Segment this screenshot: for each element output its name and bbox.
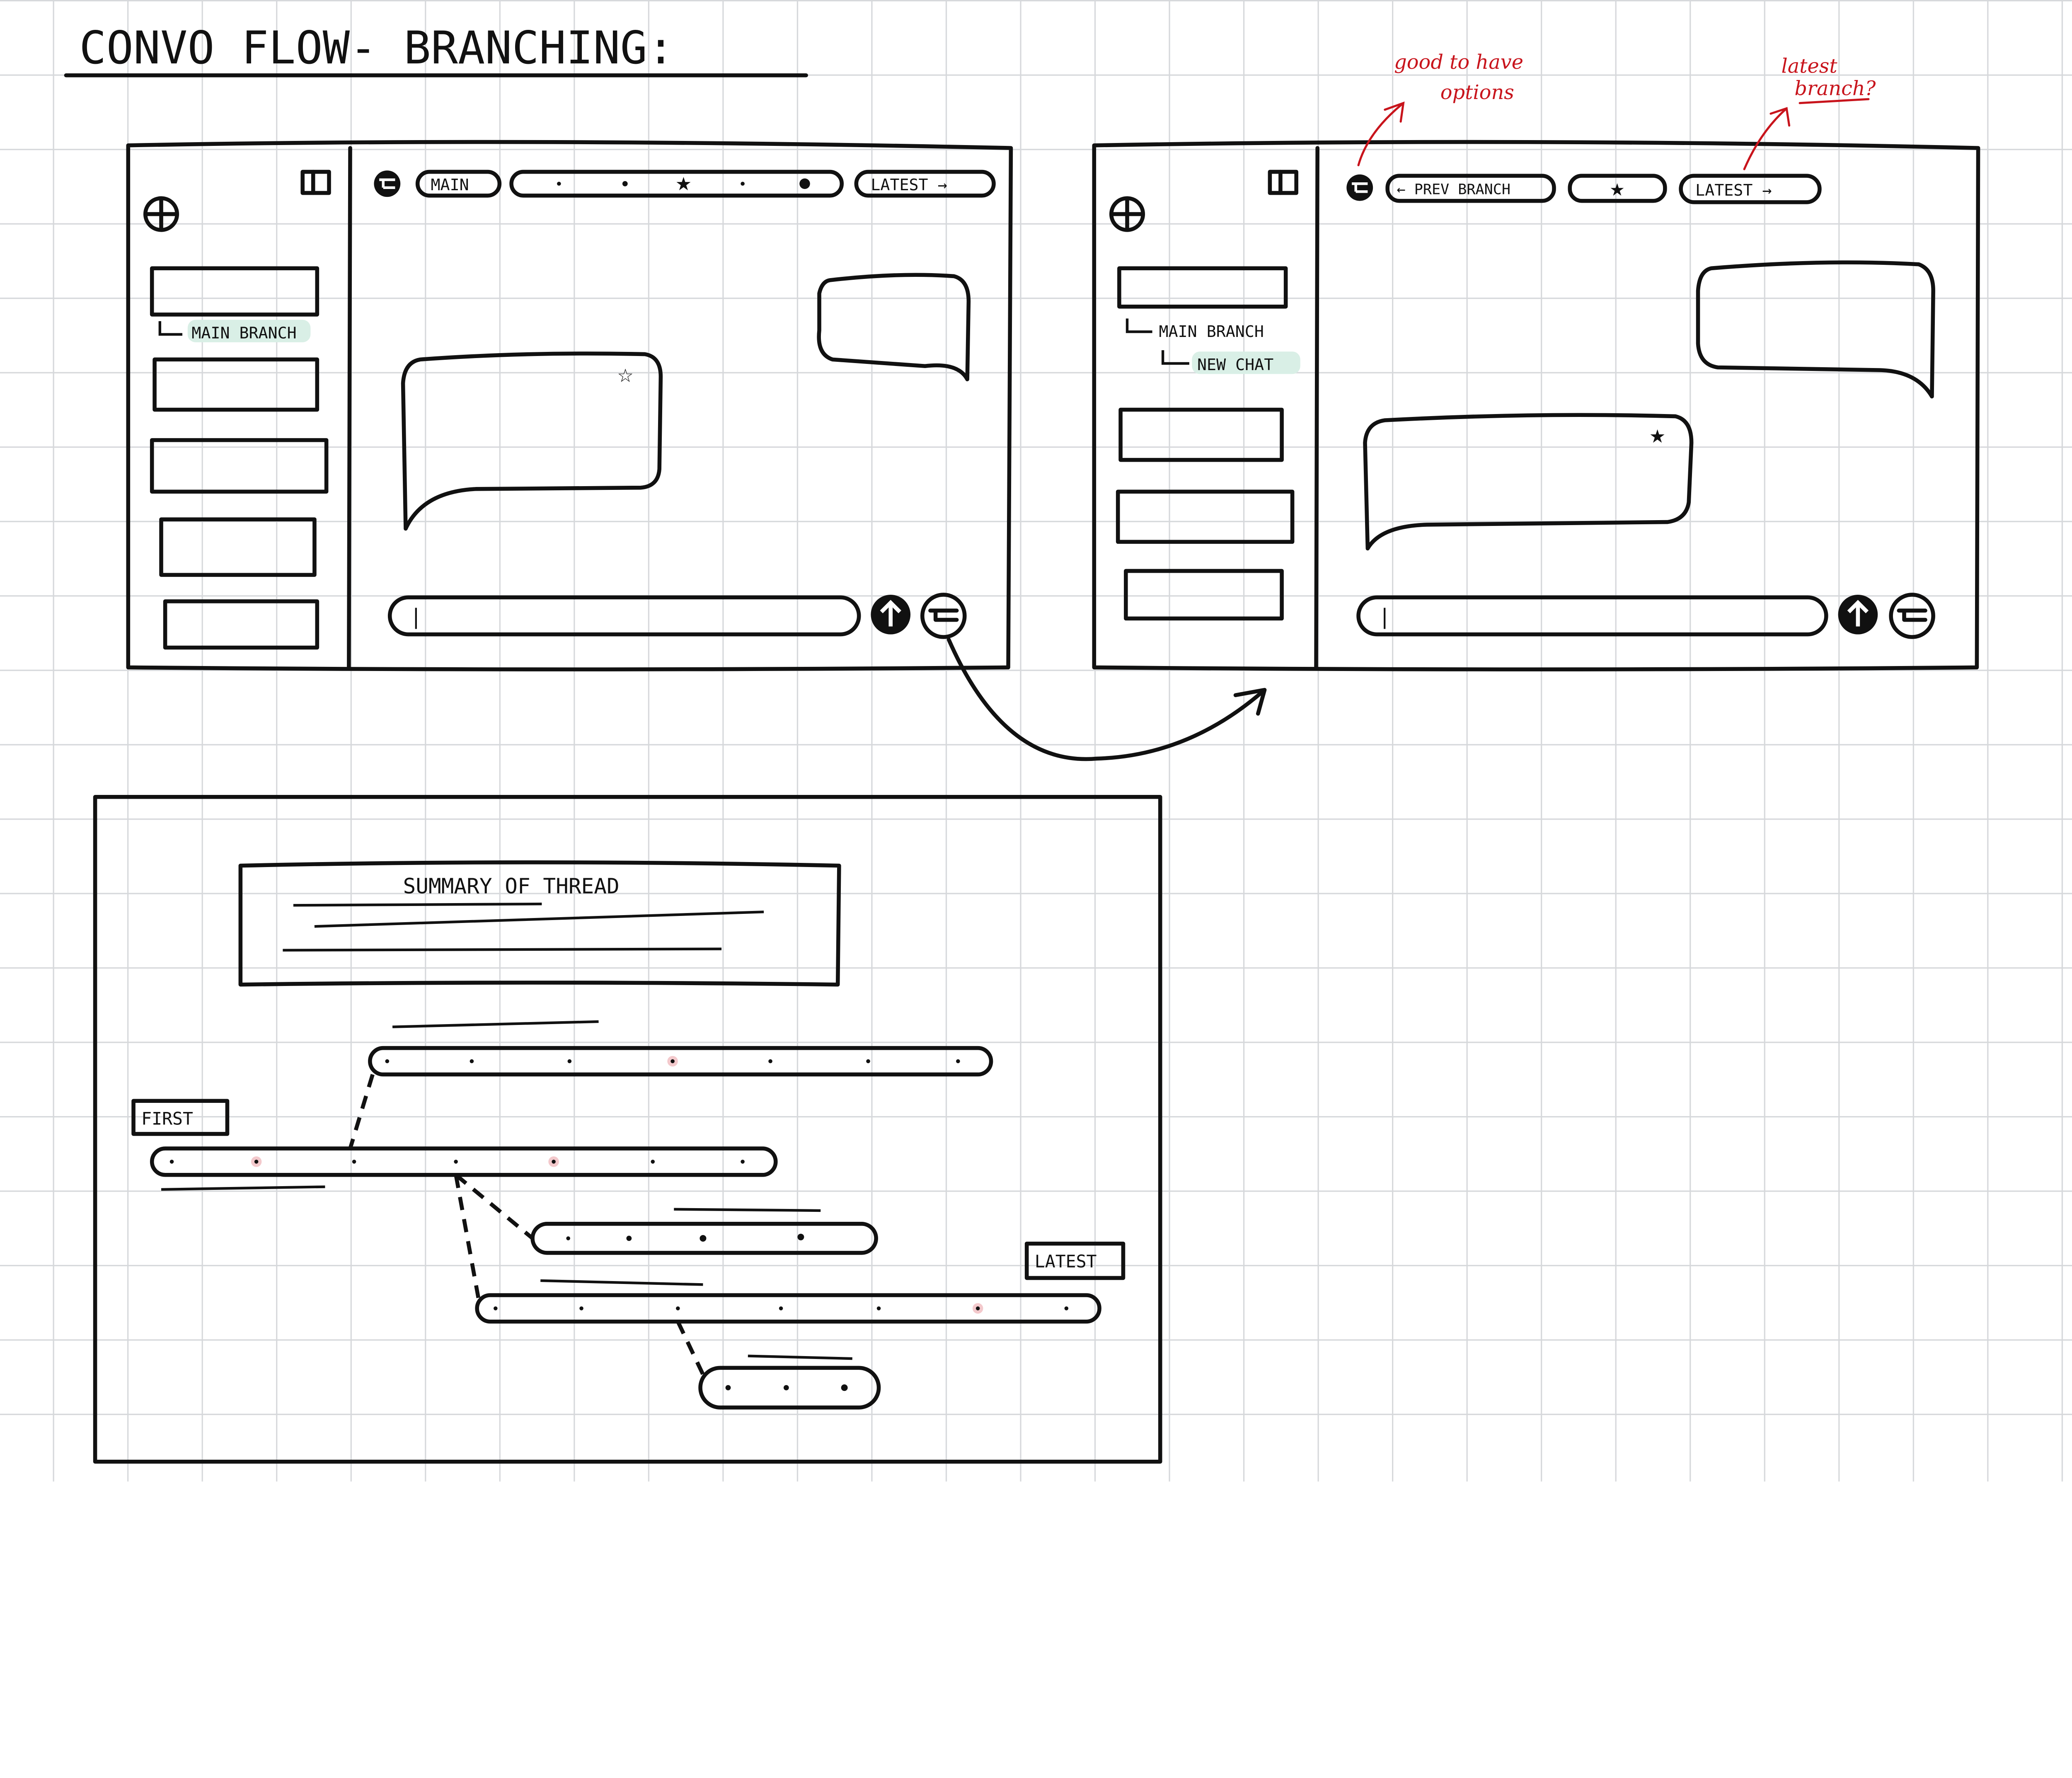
star-filled-icon[interactable]: ★ [1649, 426, 1666, 447]
prev-branch-label: ← PREV BRANCH [1397, 181, 1510, 198]
globe-icon[interactable] [143, 196, 179, 232]
branch-icon[interactable] [374, 170, 401, 197]
sidebar-toggle-icon[interactable] [300, 170, 331, 195]
flow-arrow [946, 637, 1267, 761]
branch-connector [455, 1173, 534, 1240]
starred-button[interactable] [1568, 174, 1667, 203]
user-message-bubble [1696, 260, 1935, 399]
summary-box [238, 860, 841, 987]
window-branch: MAIN BRANCH NEW CHAT ← PREV BRANCH ★ LAT… [1092, 140, 1980, 671]
branch-track-dots [385, 1056, 960, 1067]
branch-track[interactable] [698, 1366, 881, 1410]
message-input[interactable] [387, 595, 861, 637]
first-label: FIRST [141, 1109, 193, 1129]
latest-label: LATEST [1035, 1252, 1097, 1272]
timeline-dot[interactable] [741, 182, 745, 186]
annotation-text: good to have [1394, 51, 1523, 74]
send-button[interactable] [871, 594, 911, 635]
branch-connector [348, 1074, 375, 1149]
branch-track[interactable] [368, 1046, 993, 1077]
chat-item[interactable] [150, 266, 320, 317]
sidebar-divider [1314, 146, 1319, 670]
latest-label-box [1024, 1241, 1126, 1280]
sidebar-tree-label[interactable]: MAIN BRANCH [1159, 322, 1264, 341]
user-message-bubble [817, 273, 971, 381]
branch-track[interactable] [475, 1293, 1101, 1324]
grid-paper [0, 0, 2072, 1482]
branch-track[interactable] [530, 1222, 878, 1255]
main-track[interactable] [150, 1146, 778, 1177]
branch-icon[interactable] [1346, 174, 1373, 201]
input-cursor: | [1378, 605, 1391, 629]
page-title: CONVO FLOW- BRANCHING: [79, 22, 674, 74]
window-main: MAIN BRANCH MAIN ★ LATEST → ☆ | [126, 140, 1013, 671]
star-icon[interactable]: ★ [675, 174, 692, 194]
sketch-canvas: CONVO FLOW- BRANCHING: MAIN BRANCH MAIN … [0, 0, 2072, 1482]
sidebar-child-label[interactable]: NEW CHAT [1197, 356, 1273, 374]
send-button[interactable] [1838, 594, 1878, 635]
annotation-arrow [1357, 101, 1405, 167]
branch-connector [676, 1320, 705, 1376]
chat-item[interactable] [159, 517, 317, 577]
highlight [1192, 351, 1300, 374]
timeline-dot[interactable] [622, 181, 628, 187]
chat-item[interactable] [163, 599, 320, 650]
tree-view-panel: SUMMARY OF THREAD FIRST LA [93, 795, 1162, 1464]
assistant-message-bubble [401, 351, 663, 531]
chat-item[interactable] [1117, 266, 1288, 309]
annotation-underline [1798, 98, 1870, 104]
timeline-pill[interactable] [509, 170, 844, 198]
sidebar-tree-label[interactable]: MAIN BRANCH [191, 324, 296, 342]
latest-button[interactable] [1679, 174, 1822, 204]
annotation-text: branch? [1794, 78, 1876, 100]
branch-label: MAIN [431, 176, 469, 194]
annotation-text: latest [1781, 55, 1837, 78]
prev-branch-button[interactable] [1385, 174, 1556, 203]
branch-button[interactable] [1889, 593, 1935, 639]
summary-title: SUMMARY OF THREAD [403, 874, 620, 899]
chat-item[interactable] [1124, 569, 1284, 621]
timeline-dot[interactable] [799, 178, 810, 189]
assistant-message-bubble [1363, 413, 1694, 551]
main-track-dots [169, 1156, 745, 1167]
latest-label: LATEST → [871, 176, 947, 194]
branch-track-dots [725, 1384, 848, 1391]
first-label-box [131, 1099, 230, 1136]
branch-button[interactable] [920, 593, 967, 639]
globe-icon[interactable] [1109, 196, 1145, 232]
sidebar-toggle-icon[interactable] [1268, 170, 1298, 195]
star-outline-icon[interactable]: ☆ [617, 366, 634, 386]
chat-item[interactable] [1118, 407, 1284, 462]
message-input[interactable] [1356, 595, 1828, 637]
branch-track-dots [566, 1233, 804, 1242]
annotation-text: options [1440, 81, 1514, 104]
input-cursor: | [410, 605, 423, 629]
chat-item[interactable] [150, 438, 329, 494]
highlight [187, 320, 311, 342]
branch-track-dots [494, 1303, 1069, 1314]
chat-item[interactable] [152, 357, 320, 412]
chat-item[interactable] [1116, 489, 1295, 544]
timeline-dot[interactable] [557, 182, 561, 186]
annotation-arrow [1743, 107, 1791, 170]
latest-button[interactable] [854, 170, 996, 198]
latest-label: LATEST → [1695, 181, 1772, 200]
sidebar-divider [347, 146, 352, 670]
star-icon: ★ [1610, 180, 1625, 199]
branch-pill[interactable] [415, 170, 502, 198]
